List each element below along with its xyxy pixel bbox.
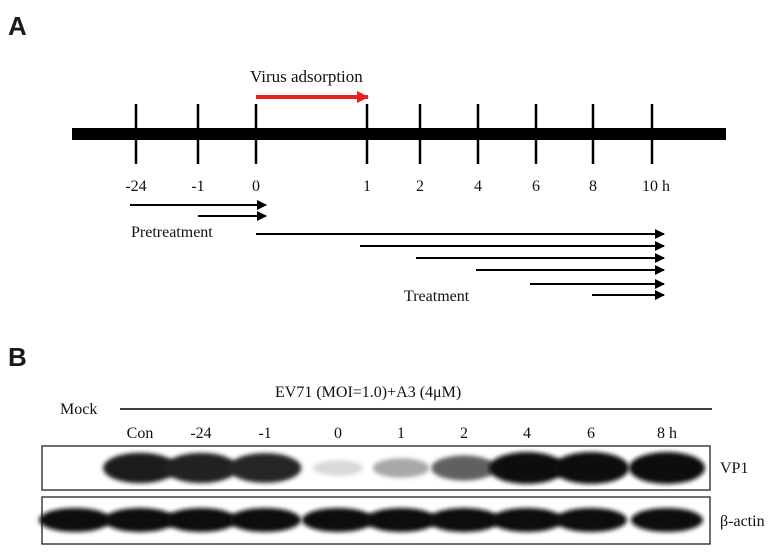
- vp1-bands: [103, 452, 705, 484]
- timeline-tick-label: 0: [252, 178, 260, 195]
- timeline-tick-label: 1: [363, 178, 371, 195]
- timeline-tick-label: 2: [416, 178, 424, 195]
- actin-label: β-actin: [720, 513, 765, 530]
- panel-a-label: A: [8, 11, 27, 41]
- treatment-arrows: [256, 229, 665, 300]
- vp1-band: [228, 453, 302, 483]
- vp1-band: [103, 452, 177, 484]
- actin-band: [631, 508, 703, 532]
- actin-band: [428, 508, 500, 532]
- actin-bands: [39, 508, 703, 532]
- actin-band: [302, 508, 374, 532]
- actin-band: [165, 508, 237, 532]
- mock-label: Mock: [60, 401, 97, 418]
- timeline-tick-label: 8: [589, 178, 597, 195]
- vp1-band: [312, 460, 364, 476]
- timeline-tick-label: 6: [532, 178, 540, 195]
- vp1-band: [164, 452, 238, 484]
- timeline-tick-label: 4: [474, 178, 482, 195]
- lane-labels: Con -24 -1 0 1 2 4 6 8 h: [127, 425, 677, 442]
- lane-label: Con: [127, 425, 154, 442]
- lane-label: 6: [587, 425, 595, 442]
- vp1-band: [372, 458, 430, 478]
- virus-adsorption-label: Virus adsorption: [250, 67, 363, 86]
- actin-band: [39, 508, 111, 532]
- timeline-tick-label: -1: [191, 178, 204, 195]
- timeline-tick-label: -24: [125, 178, 146, 195]
- timeline-tick-labels: -24 -1 0 1 2 4 6 8 10 h: [125, 178, 670, 195]
- actin-band: [555, 508, 627, 532]
- vp1-band: [629, 452, 705, 484]
- pretreatment-arrows: [130, 200, 267, 221]
- actin-band: [365, 508, 437, 532]
- actin-band: [104, 508, 176, 532]
- lane-label: 0: [334, 425, 342, 442]
- group-label: EV71 (MOI=1.0)+A3 (4μM): [275, 384, 461, 401]
- lane-label: 4: [523, 425, 531, 442]
- lane-label: 1: [397, 425, 405, 442]
- lane-label: 8 h: [657, 425, 677, 442]
- panel-b-label: B: [8, 342, 27, 372]
- timeline-ticks: [134, 104, 654, 164]
- timeline-tick-label: 10 h: [642, 178, 670, 195]
- vp1-band: [489, 452, 565, 484]
- vp1-band: [553, 452, 629, 484]
- actin-band: [229, 508, 301, 532]
- lane-label: -24: [190, 425, 211, 442]
- pretreatment-label: Pretreatment: [131, 224, 213, 241]
- actin-band: [491, 508, 563, 532]
- timeline-bar: [72, 128, 726, 140]
- lane-label: 2: [460, 425, 468, 442]
- vp1-band: [431, 455, 497, 481]
- treatment-label: Treatment: [404, 288, 470, 305]
- vp1-label: VP1: [720, 460, 748, 477]
- lane-label: -1: [258, 425, 271, 442]
